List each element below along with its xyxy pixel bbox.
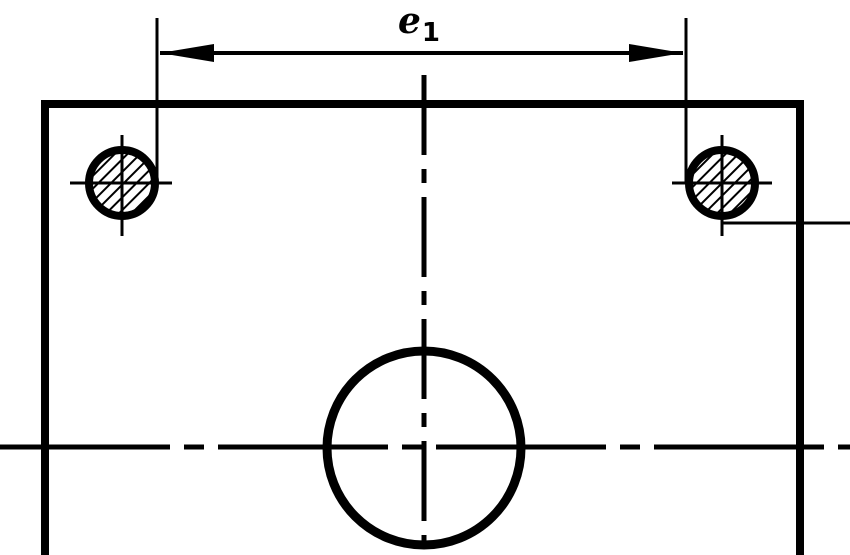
dimension-line-e1 [160,44,683,62]
arrowhead-left [160,44,214,62]
arrowhead-right [629,44,683,62]
center-bore-circle [322,346,526,550]
left-hole [70,135,172,236]
right-hole [672,135,772,236]
dimension-label: e1 [398,0,440,48]
